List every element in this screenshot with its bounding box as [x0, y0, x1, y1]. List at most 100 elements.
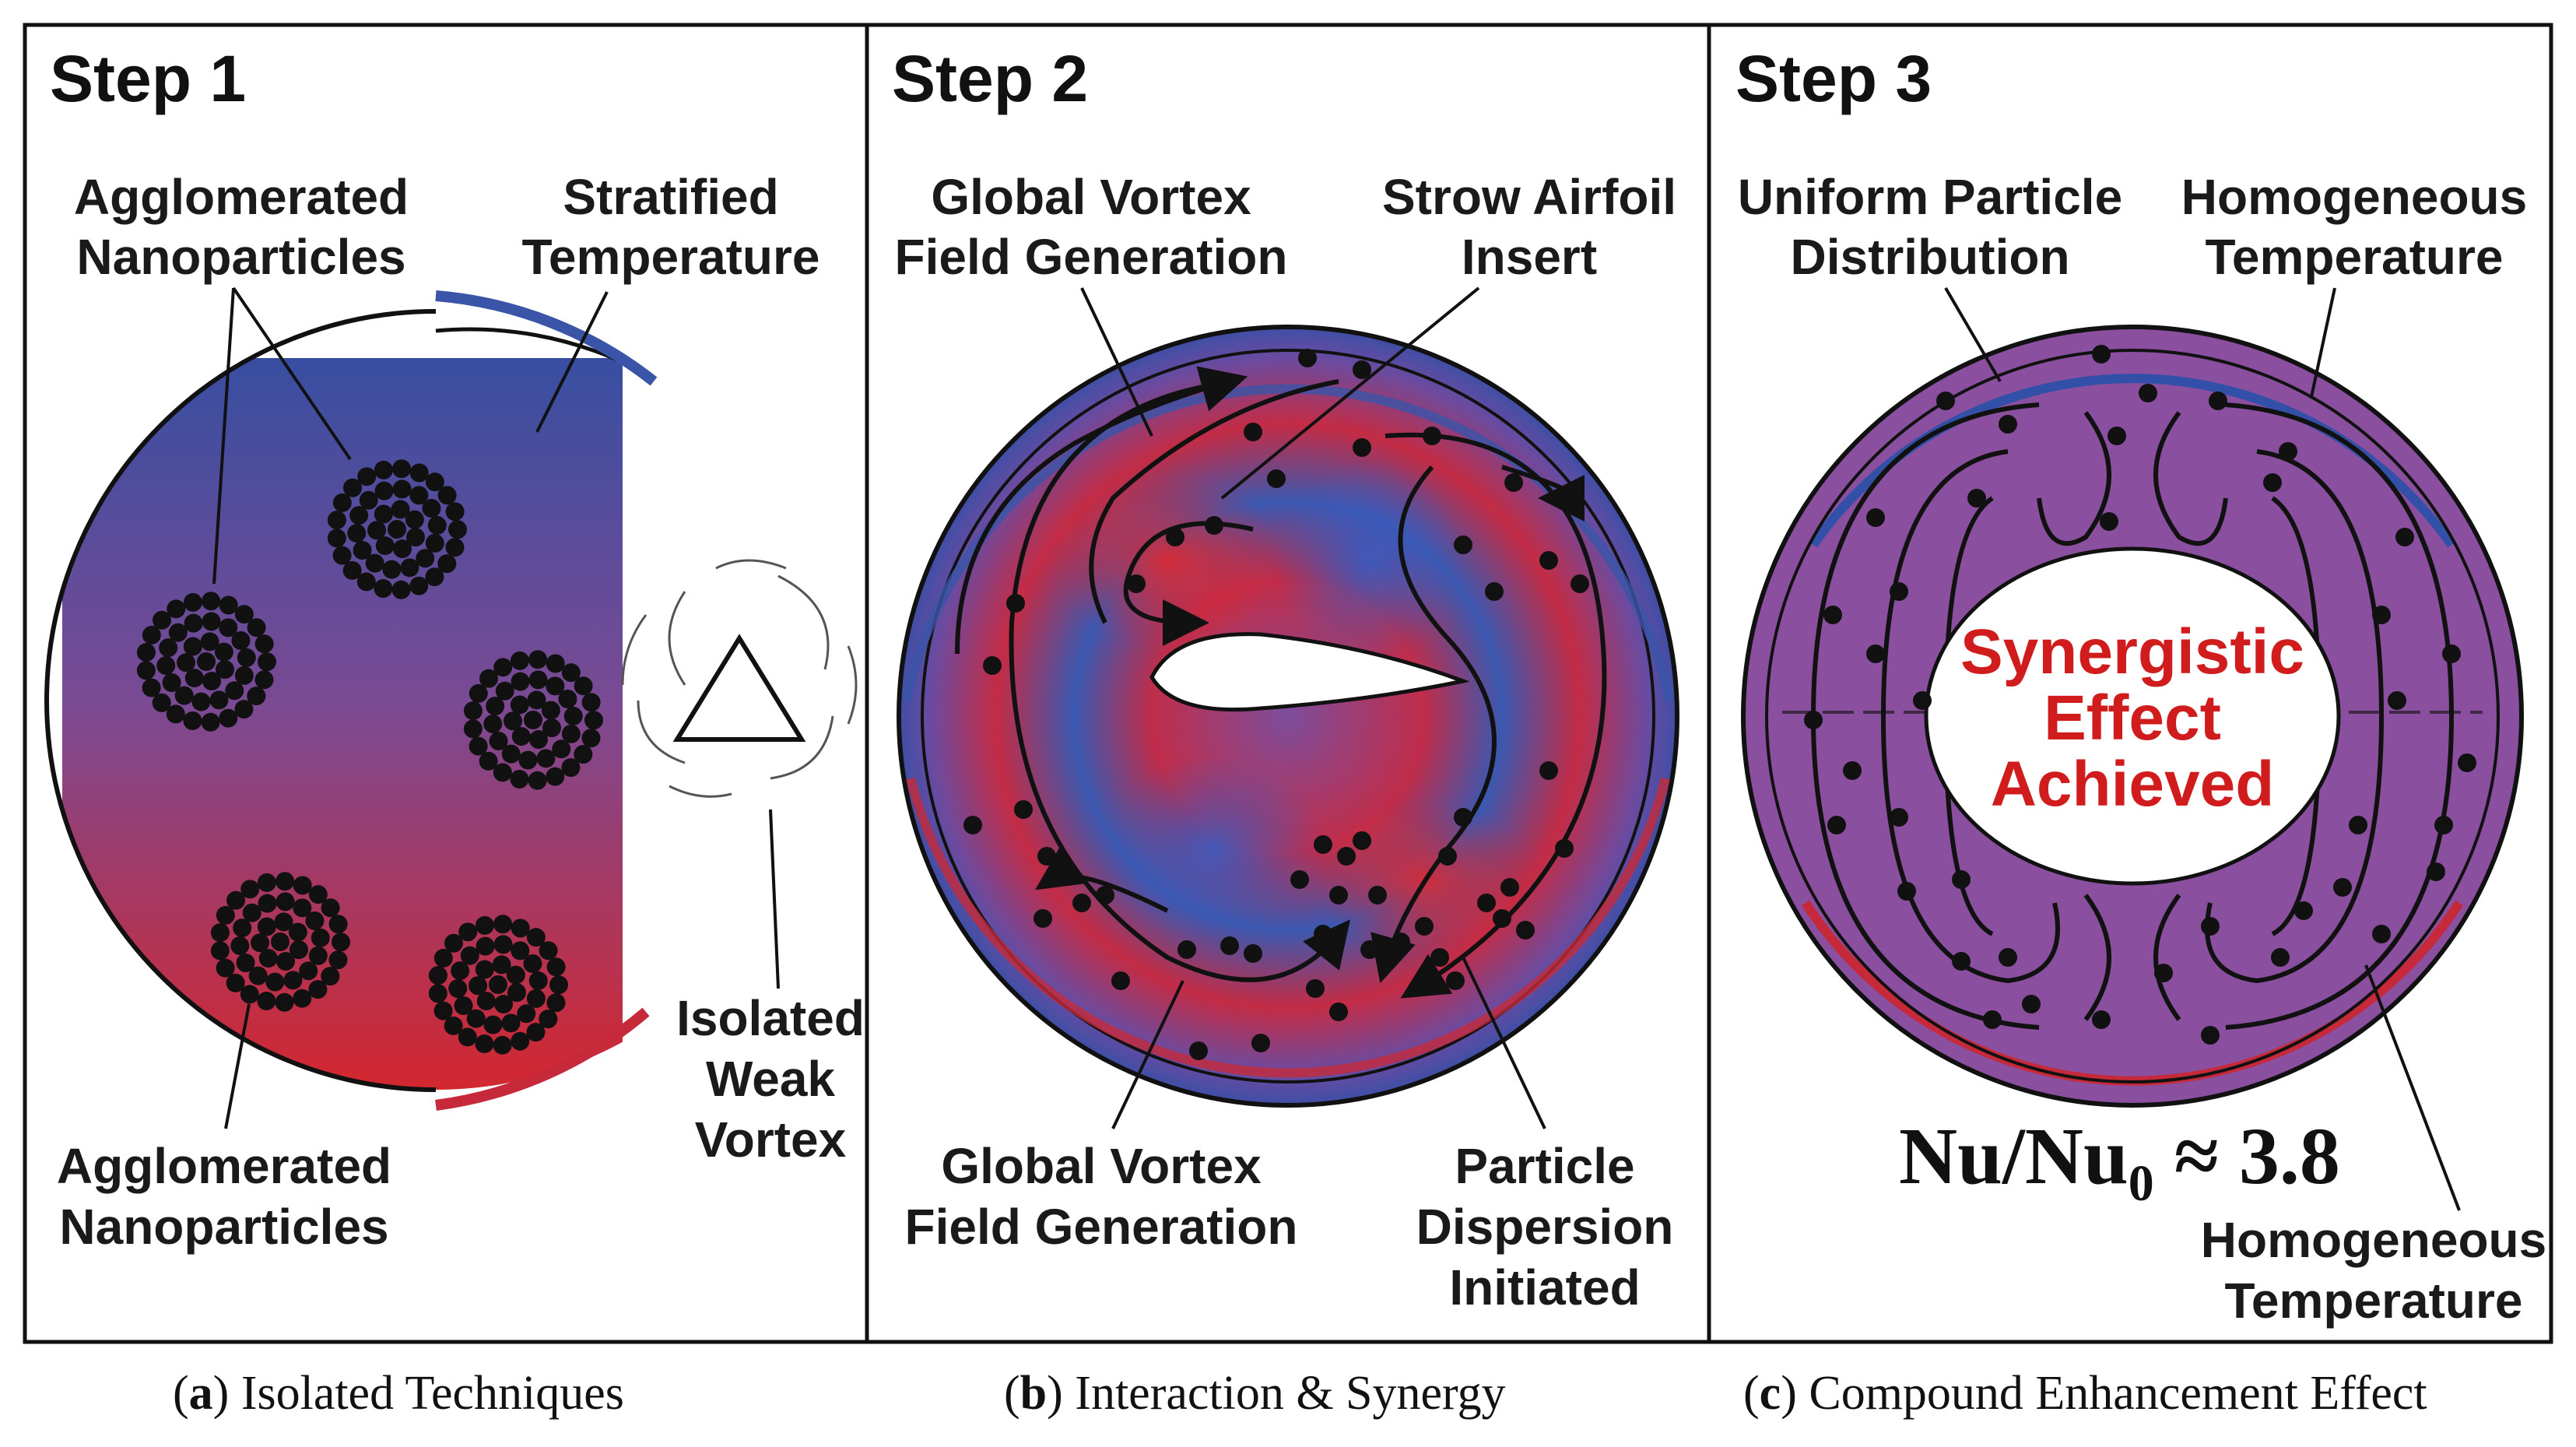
label-homogeneous-top-1: Homogeneous [2181, 169, 2527, 225]
particle [493, 763, 512, 782]
particle [422, 498, 441, 518]
particle [2372, 606, 2391, 624]
particle [983, 656, 1002, 675]
particle [2372, 925, 2391, 943]
particle [511, 918, 530, 938]
particle [2092, 1010, 2111, 1029]
particle [349, 506, 369, 525]
particle [289, 940, 308, 960]
particle [546, 993, 566, 1013]
particle [2271, 948, 2290, 967]
particle [1454, 808, 1472, 827]
nanoparticle-clusters [136, 459, 603, 1055]
particle [437, 486, 457, 505]
particle [1823, 606, 1842, 624]
particle [460, 946, 479, 965]
particle [1177, 940, 1196, 959]
particle [546, 654, 565, 673]
particle [1072, 894, 1091, 912]
label-global-vortex-top-2: Field Generation [895, 229, 1288, 285]
particle [231, 630, 251, 650]
particle [581, 729, 601, 748]
particle [1337, 847, 1356, 866]
particle [425, 567, 444, 587]
particle [230, 936, 250, 956]
particle [162, 673, 181, 693]
particle [234, 700, 254, 719]
particle [1329, 1003, 1348, 1021]
particle [321, 898, 340, 918]
particle [546, 957, 566, 977]
particle [184, 613, 203, 633]
particle [1477, 894, 1496, 912]
particle [391, 580, 411, 599]
particle [1353, 438, 1371, 457]
particle [393, 539, 412, 559]
particle [202, 592, 221, 611]
particle [367, 521, 387, 540]
particle [541, 701, 560, 720]
particle [209, 690, 229, 710]
particle [475, 960, 494, 979]
particle [584, 711, 603, 730]
particle [392, 459, 412, 479]
particle [254, 670, 274, 690]
particle [152, 693, 171, 712]
particle [236, 954, 255, 973]
particle [529, 730, 549, 750]
particle [469, 683, 488, 703]
particle [234, 605, 254, 624]
particle [1329, 886, 1348, 904]
particle [136, 643, 156, 662]
particle [1866, 644, 1885, 663]
particle [510, 769, 529, 788]
weak-vortex-icon [621, 559, 858, 798]
particle [375, 536, 395, 556]
label-airfoil-1: Strow Airfoil [1382, 169, 1676, 225]
label-stratified-1: Stratified [563, 169, 778, 225]
particle [174, 686, 194, 705]
particle [1999, 415, 2017, 434]
particle [1096, 886, 1114, 904]
particle [1983, 1010, 2002, 1029]
particle [2139, 384, 2157, 402]
particle [425, 533, 444, 553]
particle [219, 595, 238, 615]
particle [463, 701, 483, 721]
particle [1890, 808, 1908, 827]
particle [1415, 917, 1434, 936]
particle [183, 592, 202, 612]
label-global-vortex-bottom-2: Field Generation [905, 1199, 1298, 1255]
particle [517, 1004, 536, 1024]
particle [293, 989, 312, 1008]
particle [549, 975, 568, 995]
particle [2427, 862, 2445, 881]
particle [293, 876, 312, 895]
particle [493, 935, 513, 954]
particle [308, 946, 328, 965]
particle [177, 653, 196, 673]
particle [142, 625, 161, 644]
particle [1111, 971, 1130, 990]
particle [359, 490, 378, 510]
particle [271, 932, 290, 951]
particle [2279, 442, 2297, 461]
particle [226, 973, 245, 992]
particle [275, 892, 295, 911]
particle [494, 995, 514, 1014]
label-isolated-2: Weak [706, 1051, 835, 1107]
particle [347, 524, 367, 543]
particle [528, 971, 548, 990]
particle [510, 651, 529, 670]
label-isolated-3: Vortex [695, 1112, 847, 1168]
particle [1244, 944, 1262, 963]
particle [527, 690, 546, 710]
particle [136, 661, 156, 680]
particle [1189, 1041, 1208, 1060]
label-agglomerated-top-1: Agglomerated [74, 169, 409, 225]
label-homogeneous-top-2: Temperature [2206, 229, 2504, 285]
particle [561, 758, 581, 778]
panel-1-step-title: Step 1 [50, 42, 246, 115]
particle [251, 933, 270, 953]
